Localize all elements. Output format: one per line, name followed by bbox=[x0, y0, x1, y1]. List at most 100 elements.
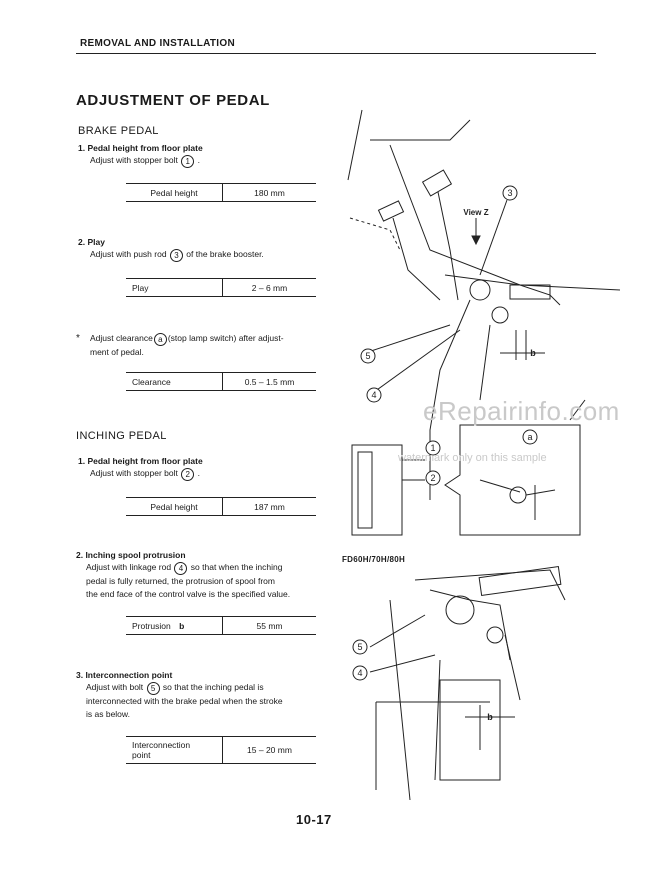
brake-step1-text: Adjust with stopper bolt 1 . bbox=[90, 155, 200, 168]
leader-line bbox=[369, 614, 426, 648]
inching-step1-text: Adjust with stopper bolt 2 . bbox=[90, 468, 200, 481]
detail-part bbox=[357, 451, 373, 529]
linkage-rod bbox=[479, 324, 491, 401]
cylinder bbox=[414, 569, 566, 601]
view-z-label: View Z bbox=[463, 208, 488, 217]
pedal-assembly-figure: 3 View Z 5 4 b 1 2 a 5 4 b bbox=[347, 109, 621, 800]
inching-pedal-heading: INCHING PEDAL bbox=[76, 430, 167, 442]
interconnection-label-2: point bbox=[132, 750, 151, 760]
table-label: Pedal height bbox=[126, 497, 223, 516]
inching-step1-desc: Adjust with stopper bolt bbox=[90, 468, 178, 478]
callout-2: 2 bbox=[430, 473, 435, 483]
callout-circle bbox=[360, 348, 376, 364]
table-value: 15 – 20 mm bbox=[222, 736, 316, 764]
brake-step2-title: 2. Play bbox=[78, 237, 105, 247]
leader-line bbox=[373, 329, 461, 393]
control-rod bbox=[429, 299, 471, 500]
note-desc-c: ment of pedal. bbox=[90, 347, 144, 357]
table-label: Pedal height bbox=[126, 183, 223, 202]
running-header: REMOVAL AND INSTALLATION bbox=[80, 38, 235, 49]
brake-play-table: Play 2 – 6 mm bbox=[126, 278, 316, 297]
inching-step3-text: Adjust with bolt 5 so that the inching p… bbox=[86, 681, 283, 721]
note-desc-b: (stop lamp switch) after adjust- bbox=[167, 333, 284, 343]
brake-step1-title: 1. Pedal height from floor plate bbox=[78, 143, 203, 153]
step3-line1-b: so that the inching pedal is bbox=[162, 682, 264, 692]
dim-b-label: b bbox=[530, 348, 536, 358]
protrusion-label: Protrusion bbox=[132, 620, 171, 631]
table-value: 180 mm bbox=[222, 183, 316, 202]
detail-a-box bbox=[444, 424, 581, 536]
pivot-circle bbox=[469, 279, 491, 301]
detail-line bbox=[569, 399, 586, 421]
pivot-circle bbox=[445, 595, 475, 625]
leader-line bbox=[367, 324, 451, 353]
inching-step3-title: 3. Interconnection point bbox=[76, 670, 173, 680]
table-value: 2 – 6 mm bbox=[222, 278, 316, 297]
pivot-circle bbox=[491, 306, 509, 324]
callout-circle bbox=[502, 185, 518, 201]
step2-line3: the end face of the control valve is the… bbox=[86, 589, 291, 599]
note-desc-a: Adjust clearance bbox=[90, 333, 153, 343]
table-label: Protrusion b bbox=[126, 616, 223, 635]
step3-line1-a: Adjust with bolt bbox=[86, 682, 144, 692]
detail-line bbox=[479, 479, 521, 493]
callout-ref-2: 2 bbox=[181, 468, 195, 481]
protrusion-b-label: b bbox=[179, 620, 185, 631]
inching-pedal-height-table: Pedal height 187 mm bbox=[126, 497, 316, 516]
table-label: Interconnection point bbox=[126, 736, 223, 764]
booster-body bbox=[509, 284, 551, 300]
callout-circle bbox=[522, 429, 538, 445]
callout-circle bbox=[352, 639, 368, 655]
control-valve bbox=[439, 679, 501, 781]
frame-line bbox=[347, 109, 363, 181]
brake-pedal-arm bbox=[437, 191, 459, 301]
brake-step2-desc-a: Adjust with push rod bbox=[90, 249, 167, 259]
pivot-circle bbox=[486, 626, 504, 644]
leader-line bbox=[369, 654, 436, 673]
linkage bbox=[429, 589, 511, 661]
inching-pedal-pad bbox=[377, 200, 405, 222]
table-value: 0.5 – 1.5 mm bbox=[222, 372, 316, 391]
inching-step2-title: 2. Inching spool protrusion bbox=[76, 550, 186, 560]
header-rule bbox=[76, 53, 596, 54]
watermark-subtext: watermark only on this sample bbox=[398, 452, 547, 464]
inching-step1-title: 1. Pedal height from floor plate bbox=[78, 456, 203, 466]
step2-line1-a: Adjust with linkage rod bbox=[86, 562, 172, 572]
brake-step2-desc-b: of the brake booster. bbox=[186, 249, 264, 259]
dashed-line bbox=[349, 217, 401, 251]
page-number: 10-17 bbox=[296, 812, 332, 827]
callout-3: 3 bbox=[507, 188, 512, 198]
inching-protrusion-table: Protrusion b 55 mm bbox=[126, 616, 316, 635]
interconnection-table: Interconnection point 15 – 20 mm bbox=[126, 736, 316, 764]
arrow-head bbox=[471, 235, 481, 246]
callout-ref-1: 1 bbox=[181, 155, 195, 168]
detail-bracket bbox=[351, 444, 403, 536]
brake-pedal-pad bbox=[421, 169, 453, 197]
brake-step1-desc: Adjust with stopper bolt bbox=[90, 155, 178, 165]
floor-line bbox=[389, 144, 621, 291]
table-label: Play bbox=[126, 278, 223, 297]
table-value: 187 mm bbox=[222, 497, 316, 516]
pedal-arm bbox=[434, 659, 441, 781]
interconnection-label-1: Interconnection bbox=[132, 740, 191, 750]
step2-line1-b: so that when the inching bbox=[190, 562, 283, 572]
callout-ref-3: 3 bbox=[169, 249, 183, 262]
detail-line bbox=[525, 489, 556, 496]
watermark: eRepairinfo.com bbox=[423, 396, 620, 426]
inching-pedal-arm bbox=[392, 217, 441, 301]
brake-pedal-height-table: Pedal height 180 mm bbox=[126, 183, 316, 202]
model-caption: FD60H/70H/80H bbox=[342, 555, 406, 564]
callout-4-lower: 4 bbox=[357, 668, 362, 678]
booster-cylinder bbox=[478, 565, 562, 597]
frame-line bbox=[370, 119, 471, 141]
brake-step2-text: Adjust with push rod 3 of the brake boos… bbox=[90, 248, 264, 262]
callout-a: a bbox=[527, 432, 532, 442]
table-value: 55 mm bbox=[222, 616, 316, 635]
step3-line2: interconnected with the brake pedal when… bbox=[86, 696, 283, 706]
callout-ref-5: 5 bbox=[146, 682, 160, 695]
brake-clearance-table: Clearance 0.5 – 1.5 mm bbox=[126, 372, 316, 391]
page-title: ADJUSTMENT OF PEDAL bbox=[76, 92, 270, 109]
callout-1: 1 bbox=[430, 443, 435, 453]
leader-line bbox=[479, 199, 508, 276]
